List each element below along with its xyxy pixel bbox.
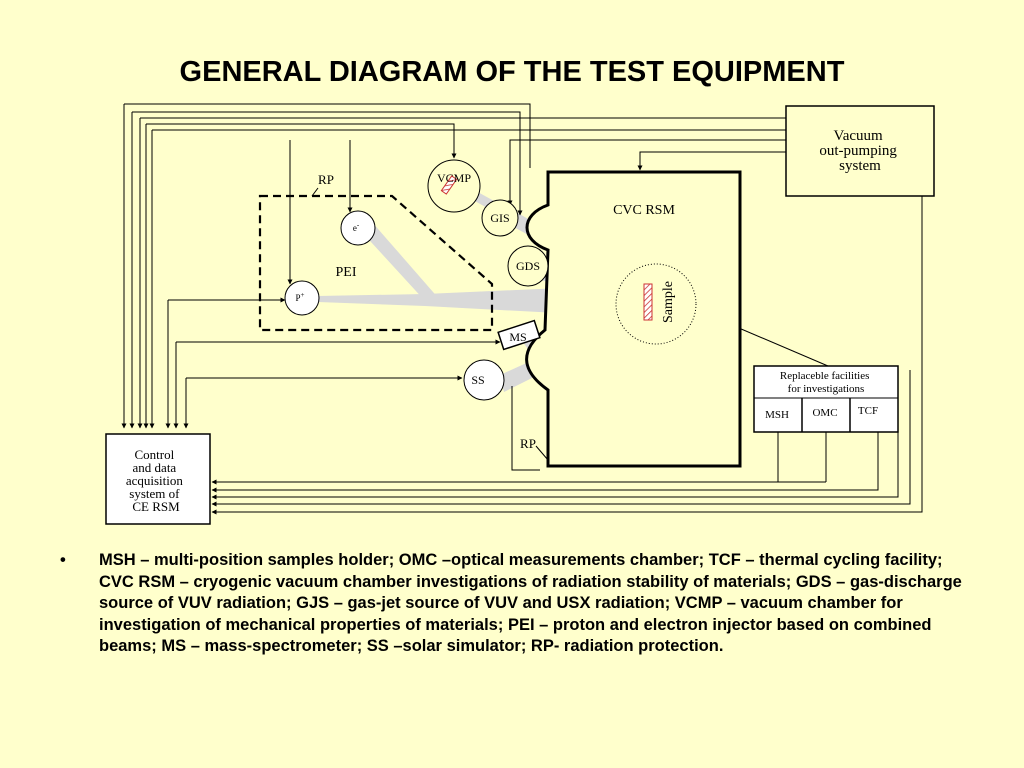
facilities-title-1: Replaceble facilities	[780, 370, 869, 382]
sample-area: Sample	[615, 263, 697, 345]
sample-label: Sample	[661, 281, 676, 323]
ss-label: SS	[471, 373, 484, 387]
cvc-rsm-chamber: CVC RSM	[525, 170, 742, 468]
vacuum-line-1: Vacuum	[834, 128, 883, 144]
pei-label: PEI	[336, 265, 357, 280]
control-line-5: CE RSM	[132, 499, 180, 514]
bullet-marker: •	[60, 551, 66, 569]
vacuum-system-box: Vacuum out-pumping system	[785, 105, 935, 197]
control-line-3: acquisition	[126, 473, 184, 488]
ms-label: MS	[509, 330, 526, 344]
legend-caption: • MSH – multi-position samples holder; O…	[60, 550, 965, 658]
replaceable-facilities-box: Replaceble facilities for investigations…	[753, 365, 899, 433]
vacuum-line-3: system	[839, 158, 881, 174]
control-system-box: Control and data acquisition system of C…	[105, 433, 211, 525]
rp-bottom-label: RP	[520, 436, 536, 451]
facility-msh: MSH	[765, 409, 789, 421]
svg-text:Replaceble facilities fo: Replaceble facilities for investigations	[780, 370, 872, 395]
sample-holder	[643, 283, 653, 321]
proton-label: P+	[296, 291, 305, 303]
cvc-rsm-label: CVC RSM	[613, 203, 675, 218]
svg-text:Control and data a: Control and data acquisition system of C…	[126, 447, 186, 514]
wiring	[121, 103, 923, 515]
pei-region: PEI	[258, 194, 494, 332]
control-line-4: system of	[129, 486, 180, 501]
beam-electron	[360, 222, 440, 302]
equipment-diagram: CVC RSM Sample PEI RP RP e- P+ VCMP GIS …	[105, 103, 935, 525]
proton-injector: P+	[284, 280, 320, 316]
rp-top-label: RP	[318, 172, 334, 187]
facility-tcf: TCF	[858, 405, 878, 417]
vcmp-unit: VCMP	[427, 159, 481, 213]
gis-unit: GIS	[481, 199, 519, 237]
slide-title: GENERAL DIAGRAM OF THE TEST EQUIPMENT	[179, 56, 845, 88]
facilities-title-2: for investigations	[788, 383, 865, 395]
vacuum-line-2: out-pumping	[819, 143, 897, 159]
legend-text: MSH – multi-position samples holder; OMC…	[99, 551, 962, 655]
ss-unit: SS	[463, 359, 505, 401]
gds-label: GDS	[516, 259, 540, 273]
ms-unit: MS	[497, 319, 541, 351]
facility-omc: OMC	[812, 407, 837, 419]
vcmp-label: VCMP	[437, 171, 471, 185]
electron-label: e-	[353, 221, 360, 233]
control-line-1: Control	[135, 447, 175, 462]
control-line-2: and data	[133, 460, 177, 475]
svg-text:Vacuum out-pumping: Vacuum out-pumping system	[819, 128, 900, 174]
electron-injector: e-	[340, 210, 376, 246]
gds-unit: GDS	[507, 245, 549, 287]
gis-label: GIS	[490, 211, 509, 225]
